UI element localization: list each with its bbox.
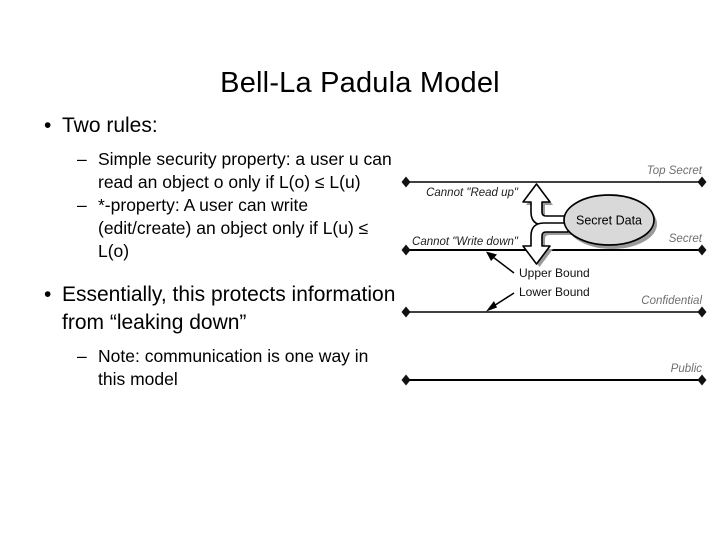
lower-bound-label: Lower Bound xyxy=(519,285,590,299)
level-label-confidential: Confidential xyxy=(641,295,702,307)
bullet-item: – Note: communication is one way in this… xyxy=(28,345,400,391)
level-line-confidential xyxy=(401,306,707,318)
bullet-item: • Essentially, this protects information… xyxy=(28,281,400,337)
bullet-text: Essentially, this protects information f… xyxy=(62,282,396,334)
secret-data-label: Secret Data xyxy=(576,214,642,228)
level-label-top-secret: Top Secret xyxy=(647,165,703,177)
level-label-public: Public xyxy=(671,363,703,375)
bullet-marker-dot: • xyxy=(44,282,52,306)
bullet-text: Two rules: xyxy=(62,114,158,137)
upper-bound-label: Upper Bound xyxy=(519,266,590,280)
bullet-item: – Simple security property: a user u can… xyxy=(28,148,400,194)
upper-bound-callout: Upper Bound xyxy=(486,251,590,280)
level-label-secret: Secret xyxy=(669,233,703,245)
block-arrow-read-up xyxy=(522,183,571,228)
secret-data-node: Secret Data xyxy=(563,194,657,249)
bullet-item: – *-property: A user can write (edit/cre… xyxy=(28,194,400,263)
level-line-secret xyxy=(401,244,707,256)
bullet-marker-dash: – xyxy=(77,345,87,366)
cannot-read-up-label: Cannot "Read up" xyxy=(426,187,519,199)
lower-bound-callout: Lower Bound xyxy=(486,285,590,312)
bullet-item: • Two rules: xyxy=(28,112,400,140)
bell-lapadula-levels-diagram: Top Secret Secret Confidential Publ xyxy=(398,148,710,396)
block-arrow-write-down xyxy=(522,222,571,267)
page-title: Bell-La Padula Model xyxy=(220,67,500,100)
bullet-marker-dot: • xyxy=(44,114,52,137)
cannot-write-down-label: Cannot "Write down" xyxy=(412,236,519,248)
level-line-top-secret xyxy=(401,176,707,188)
bullet-text: Note: communication is one way in this m… xyxy=(98,345,369,389)
bullet-marker-dash: – xyxy=(77,149,87,170)
level-line-public xyxy=(401,374,707,386)
bullet-marker-dash: – xyxy=(77,194,87,215)
bullet-text: *-property: A user can write (edit/creat… xyxy=(98,194,369,261)
slide-body: • Two rules: – Simple security property:… xyxy=(28,112,400,391)
bullet-text: Simple security property: a user u can r… xyxy=(98,149,392,193)
